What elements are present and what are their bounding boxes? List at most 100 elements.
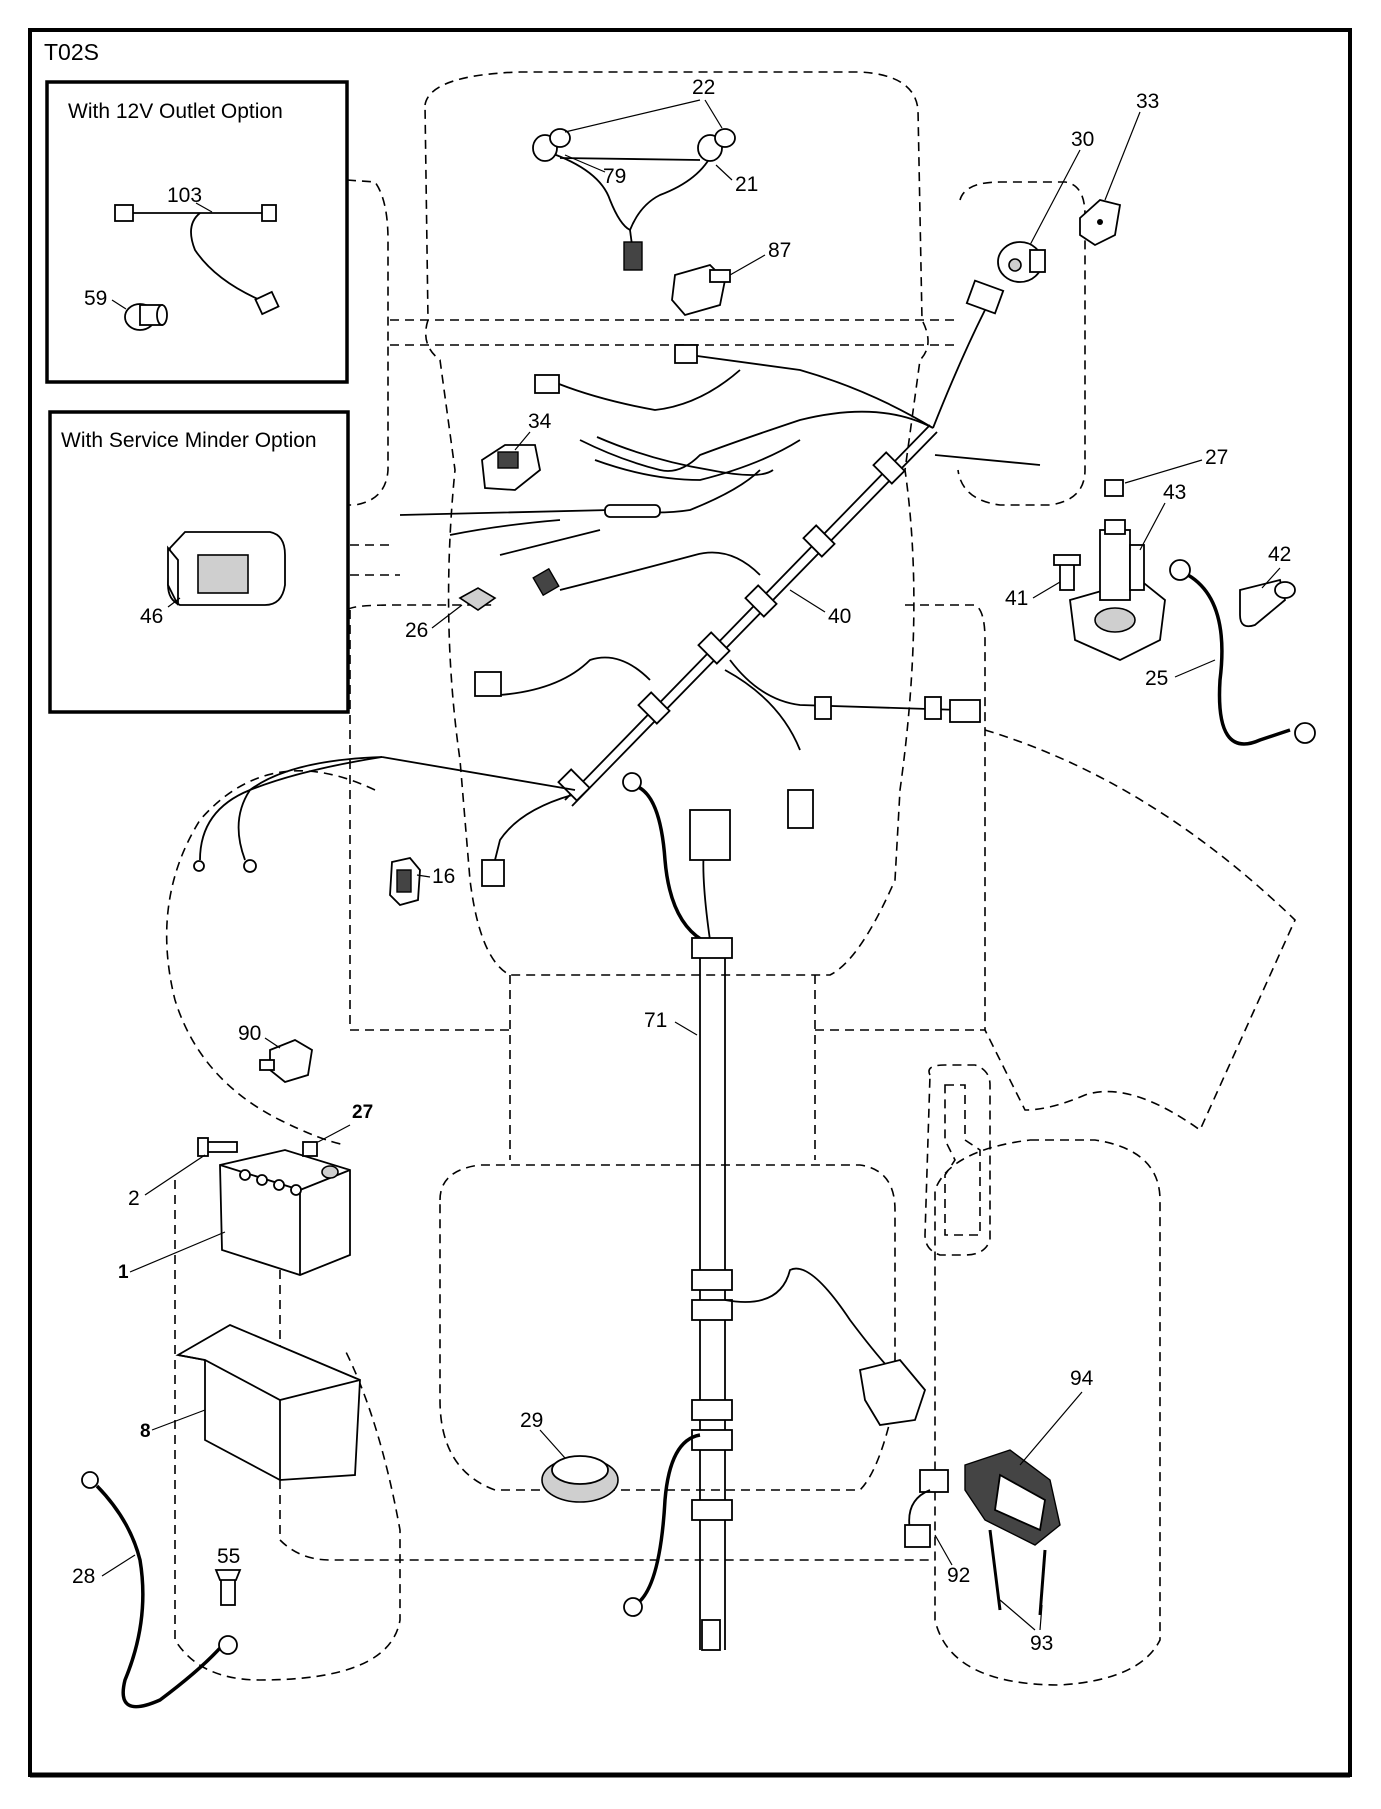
switch-34: 34 — [481, 410, 552, 491]
callout-92: 92 — [947, 1564, 970, 1587]
harness-71-ring-top — [622, 772, 642, 792]
battery-nut-27: 27 — [302, 1102, 373, 1157]
outlet-branch-wire — [190, 212, 261, 301]
harness-clip-3 — [744, 584, 778, 618]
callout-42: 42 — [1268, 543, 1291, 566]
lead-71 — [674, 1021, 698, 1036]
callout-79: 79 — [603, 165, 626, 188]
harness-71-ground-bottom — [633, 1433, 701, 1607]
branch-h — [494, 794, 573, 861]
branch-j-term — [193, 860, 205, 872]
headlight-bulb-right-icon — [697, 128, 736, 162]
branch-f-clip-2 — [924, 696, 942, 720]
callout-21: 21 — [735, 173, 758, 196]
starter-solenoid-43: 43 — [1069, 481, 1186, 661]
harness-clip-1 — [872, 451, 906, 485]
callout-43: 43 — [1163, 481, 1186, 504]
lead-93-a — [999, 1599, 1036, 1631]
relay-plug — [674, 344, 698, 364]
callout-87: 87 — [768, 239, 791, 262]
harness-71-clip-2 — [691, 1269, 733, 1291]
seat-switch-29: 29 — [520, 1409, 619, 1503]
branch-to-top-plug — [932, 309, 986, 429]
branch-j — [199, 756, 383, 861]
lead-33 — [1104, 111, 1141, 201]
inset-12v-title: With 12V Outlet Option — [68, 100, 283, 123]
lower-body — [279, 1270, 935, 1561]
ignition-switch-30: 30 — [997, 128, 1094, 283]
branch-g-plug — [787, 789, 814, 829]
harness-71-plug-bottom — [701, 1619, 721, 1651]
harness-clip-2 — [802, 524, 836, 558]
screws-93: 93 — [988, 1529, 1053, 1655]
harness-71: 71 — [622, 772, 927, 1651]
lead-1 — [129, 1231, 226, 1273]
left-harness-plug — [474, 671, 502, 697]
lead-42 — [1261, 567, 1281, 589]
diagram-code: T02S — [44, 39, 99, 65]
callout-30: 30 — [1071, 128, 1094, 151]
cable-25: 25 — [1145, 559, 1316, 746]
relay-87: 87 — [671, 239, 791, 317]
branch-a — [596, 436, 774, 476]
boot-42: 42 — [1239, 543, 1296, 628]
harness-71-clip-1 — [691, 937, 733, 959]
callout-8: 8 — [140, 1421, 151, 1442]
bolt-41: 41 — [1005, 554, 1081, 610]
lead-41 — [1032, 581, 1061, 599]
lead-16 — [416, 874, 431, 878]
callout-103: 103 — [167, 184, 202, 207]
harness-71-branch-right — [724, 1267, 901, 1381]
harness-71-clip-3 — [691, 1299, 733, 1321]
lead-29 — [539, 1429, 566, 1459]
harness-71-ground — [631, 783, 703, 942]
lead-25 — [1174, 659, 1216, 678]
chassis-mid-r — [905, 604, 986, 1030]
lead-2 — [144, 1154, 206, 1196]
branch-to-relay — [679, 349, 934, 429]
lead-90 — [264, 1037, 281, 1049]
lead-43 — [1139, 502, 1166, 551]
part-90: 90 — [238, 1022, 313, 1083]
branch-right-term — [934, 454, 1041, 466]
bolt-55: 55 — [214, 1545, 242, 1606]
callout-41: 41 — [1005, 587, 1028, 610]
sw34-plug — [534, 374, 560, 394]
branch-k — [237, 756, 383, 861]
nut-27: 27 — [1104, 446, 1228, 497]
callout-27-top: 27 — [1205, 446, 1228, 469]
branch-sw34 — [558, 369, 741, 411]
fender-left-upper — [346, 179, 389, 506]
lead-59 — [111, 299, 127, 310]
harness-clip-4 — [697, 631, 731, 665]
lead-28 — [101, 1554, 136, 1577]
shifter-slot-inner — [944, 1084, 981, 1236]
callout-93: 93 — [1030, 1632, 1053, 1655]
branch-c — [499, 529, 601, 556]
headlight-wire-b — [629, 151, 714, 231]
deck-wedge — [984, 729, 1296, 1132]
callout-1: 1 — [118, 1262, 129, 1283]
harness-clip-6 — [557, 768, 591, 802]
callout-22: 22 — [692, 76, 715, 99]
service-minder-display-icon — [167, 531, 286, 606]
branch-k-term — [243, 859, 257, 873]
lead-46 — [167, 597, 181, 608]
headlight-connector — [623, 241, 643, 271]
switch-16: 16 — [389, 857, 455, 907]
fuse-holder — [604, 504, 661, 518]
callout-94: 94 — [1070, 1367, 1094, 1390]
harness-clip-5 — [637, 691, 671, 725]
headlight-assembly: 22 79 21 — [532, 76, 758, 271]
headlight-bulb-left-icon — [532, 128, 571, 162]
outlet-plug-left — [114, 204, 134, 222]
lower-left-wheel — [174, 1180, 401, 1681]
harness-71-plug-right — [858, 1358, 927, 1426]
lead-26 — [431, 604, 463, 629]
lead-103 — [195, 202, 213, 213]
branch-i — [381, 756, 576, 791]
callout-16: 16 — [432, 865, 455, 888]
main-harness-40: 40 — [193, 279, 1041, 887]
lead-27-bottom — [317, 1124, 351, 1143]
